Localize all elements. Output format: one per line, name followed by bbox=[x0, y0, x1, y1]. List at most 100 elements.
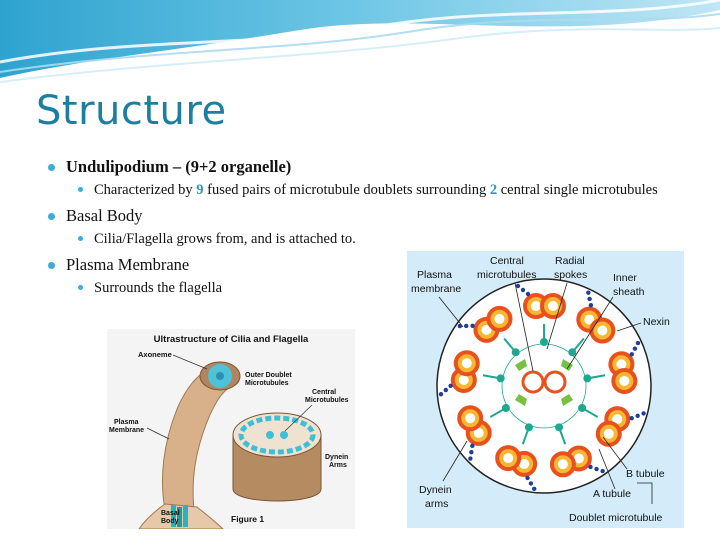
dynein-arm-icon bbox=[588, 303, 594, 308]
dynein-arm-icon bbox=[525, 475, 530, 481]
bullet-text-post: central single microtubules bbox=[497, 182, 658, 198]
label-central-1: Central bbox=[312, 389, 336, 396]
bullet-cilia-grows: Cilia/Flagella grows from, and is attach… bbox=[74, 229, 384, 249]
tubule-lumen bbox=[494, 313, 505, 324]
tubule-lumen bbox=[465, 413, 476, 424]
spoke-head-icon bbox=[578, 404, 587, 412]
label-plasma-membrane-2: membrane bbox=[411, 283, 461, 295]
label-radial-spokes-1: Radial bbox=[555, 255, 585, 267]
tubule-lumen bbox=[503, 453, 514, 464]
spoke-head-icon bbox=[496, 374, 505, 383]
basal-body-icon bbox=[171, 505, 188, 527]
central-pair-icon bbox=[515, 359, 573, 406]
tubule-lumen bbox=[612, 414, 623, 425]
spoke-head-icon bbox=[524, 423, 533, 432]
bullet-undulipodium: Undulipodium – (9+2 organelle) bbox=[46, 156, 686, 178]
tubule-lumen bbox=[481, 324, 492, 335]
dynein-arm-icon bbox=[532, 486, 537, 492]
dynein-arm-icon bbox=[587, 296, 592, 302]
tubule-lumen bbox=[473, 427, 484, 438]
dynein-arm-icon bbox=[515, 283, 521, 289]
tubule-lumen bbox=[458, 374, 469, 385]
spoke-head-icon bbox=[501, 404, 510, 412]
label-basal-1: Basal bbox=[161, 510, 180, 517]
dynein-arm-icon bbox=[464, 323, 469, 329]
label-central-microtubules-1: Central bbox=[490, 255, 524, 267]
dynein-arm-icon bbox=[528, 481, 534, 486]
spoke-head-icon bbox=[583, 374, 592, 383]
label-doublet-microtubule: Doublet microtubule bbox=[569, 512, 663, 524]
cross-section-cylinder-icon bbox=[232, 412, 322, 502]
spoke-head-icon bbox=[511, 348, 520, 357]
label-plasma-2: Membrane bbox=[109, 427, 144, 434]
figure-left-caption: Figure 1 bbox=[231, 514, 264, 524]
tubule-lumen bbox=[531, 301, 541, 311]
dynein-arm-icon bbox=[594, 466, 599, 472]
bullet-surrounds: Surrounds the flagella bbox=[74, 278, 384, 298]
axoneme-cross-section-diagram: Plasma membrane Central microtubules Rad… bbox=[407, 251, 684, 528]
dynein-arm-icon bbox=[629, 352, 635, 357]
spoke-head-icon bbox=[540, 338, 548, 346]
dynein-arm-icon bbox=[438, 392, 444, 397]
label-outer-doublet-1: Outer Doublet bbox=[245, 372, 292, 379]
dynein-arm-icon bbox=[470, 443, 475, 449]
label-plasma-1: Plasma bbox=[114, 419, 139, 426]
label-plasma-membrane-1: Plasma bbox=[417, 269, 452, 281]
label-radial-spokes-2: spokes bbox=[554, 269, 587, 281]
dynein-arm-icon bbox=[469, 449, 474, 455]
tubule-lumen bbox=[597, 325, 608, 336]
tubule-lumen bbox=[619, 375, 630, 386]
slide-title: Structure bbox=[36, 88, 227, 134]
dynein-arm-icon bbox=[443, 387, 449, 393]
dynein-arm-icon bbox=[525, 291, 531, 297]
header-wave-decoration bbox=[0, 0, 720, 83]
tubule-lumen bbox=[573, 453, 584, 464]
dynein-arm-icon bbox=[588, 464, 593, 470]
label-dynein-arms-1: Dynein bbox=[419, 484, 452, 496]
label-a-tubule: A tubule bbox=[593, 488, 631, 500]
label-dynein-arms-2: arms bbox=[425, 498, 448, 510]
tubule-lumen bbox=[616, 359, 627, 370]
bullet-basal-body: Basal Body bbox=[46, 205, 686, 227]
tubule-lumen bbox=[603, 428, 614, 439]
label-central-2: Microtubules bbox=[305, 397, 349, 404]
dynein-arm-icon bbox=[635, 413, 640, 419]
figure-left-title: Ultrastructure of Cilia and Flagella bbox=[154, 334, 309, 345]
label-inner-sheath-1: Inner bbox=[613, 272, 637, 284]
spoke-head-icon bbox=[555, 423, 564, 432]
tubule-lumen bbox=[557, 459, 568, 470]
dynein-arm-icon bbox=[448, 383, 453, 388]
dynein-arm-icon bbox=[600, 468, 605, 474]
label-central-microtubules-2: microtubules bbox=[477, 269, 537, 281]
label-outer-doublet-2: Microtubules bbox=[245, 380, 289, 387]
dynein-arm-icon bbox=[641, 411, 646, 416]
dynein-arm-icon bbox=[586, 290, 591, 295]
spoke-head-icon bbox=[568, 348, 577, 357]
dynein-arm-icon bbox=[470, 323, 475, 329]
label-dynein-2: Arms bbox=[329, 462, 347, 469]
axoneme-cross-section-icon bbox=[208, 364, 232, 388]
tubule-lumen bbox=[548, 301, 558, 311]
bullet-text-mid: fused pairs of microtubule doublets surr… bbox=[203, 182, 490, 198]
label-axoneme: Axoneme bbox=[138, 350, 172, 359]
dynein-arm-icon bbox=[629, 415, 634, 421]
label-b-tubule: B tubule bbox=[626, 468, 665, 480]
label-dynein-1: Dynein bbox=[325, 454, 348, 461]
tubule-lumen bbox=[584, 314, 595, 325]
label-basal-2: Body bbox=[161, 518, 179, 525]
dynein-arm-icon bbox=[632, 346, 638, 351]
bullet-characterized: Characterized by 9 fused pairs of microt… bbox=[74, 180, 684, 200]
number-two: 2 bbox=[489, 182, 498, 198]
label-nexin: Nexin bbox=[643, 316, 670, 328]
number-nine: 9 bbox=[196, 182, 204, 198]
tubule-lumen bbox=[519, 458, 530, 469]
dynein-arm-icon bbox=[635, 340, 641, 346]
bullet-list: Undulipodium – (9+2 organelle) Character… bbox=[46, 156, 686, 303]
cilia-ultrastructure-figure: Ultrastructure of Cilia and Flagella Axo… bbox=[107, 329, 355, 529]
tubule-lumen bbox=[461, 358, 472, 369]
label-inner-sheath-2: sheath bbox=[613, 286, 645, 298]
dynein-arm-icon bbox=[468, 456, 473, 461]
bullet-text-pre: Characterized by bbox=[94, 182, 197, 198]
dynein-arm-icon bbox=[520, 287, 526, 293]
bullet-plasma-membrane: Plasma Membrane bbox=[46, 254, 686, 276]
